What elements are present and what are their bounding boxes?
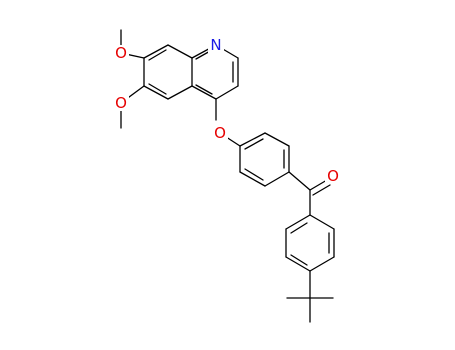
bond-p1-b [264,132,290,147]
methoxy-oxygen-top-label: O [115,44,127,62]
bond-c8-c7 [143,44,169,59]
bond-carbonyl-double-2 [312,184,331,196]
bond-layer [120,29,335,323]
bond-c6-c5 [143,85,169,100]
bond-p2-c [309,256,335,272]
bond-p2-a [309,214,335,230]
carbonyl-oxygen-label: O [327,167,339,185]
bond-p1-a-inner [244,138,264,150]
bond-c4-c4a-inner [195,84,213,95]
methoxy-oxygen-top-label-bg [113,45,129,61]
bond-c4-c4a [191,85,217,100]
methoxy-oxygen-bottom-label: O [115,94,127,112]
methoxy-oxygen-bottom-label-bg [113,95,129,111]
bond-ring-carbonyl [288,171,311,191]
bond-p2-f-inner [290,222,308,234]
bond-p1-d [264,171,290,187]
bond-p2-d [285,256,311,272]
ether-oxygen-label-bg [212,125,228,141]
quinoline-nitrogen-label: N [210,36,221,54]
bond-c6-c5-inner [148,83,167,95]
bond-p1-e [239,171,266,187]
bond-c5-c4a [167,85,193,100]
nitrogen-label-bg [208,37,224,53]
bond-p2-f [285,214,311,230]
bond-c3-c4 [215,85,239,100]
bond-p1-a [239,132,266,147]
bond-p1-e-inner [244,168,264,181]
bond-c8a-c8 [167,44,193,59]
bond-carbonyl-double-1 [309,179,328,191]
bond-c8-c7-inner [148,49,167,61]
ether-oxygen-label: O [214,124,226,142]
bond-p2-d-inner [290,254,308,266]
carbonyl-oxygen-label-bg [325,168,341,184]
